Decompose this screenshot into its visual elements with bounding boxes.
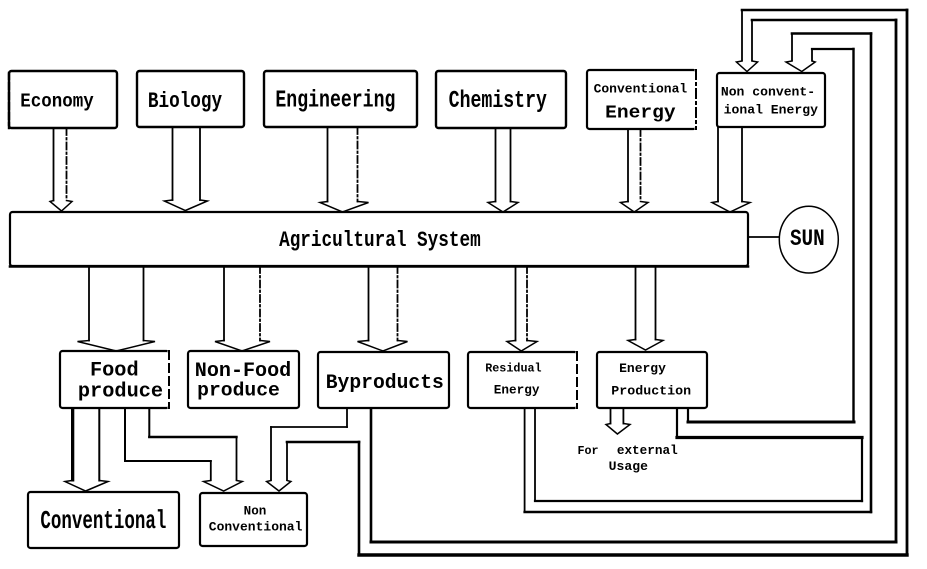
svg-text:Usage: Usage bbox=[609, 459, 648, 474]
svg-text:Conventional: Conventional bbox=[594, 82, 688, 97]
svg-text:Agricultural System: Agricultural System bbox=[279, 228, 481, 254]
svg-text:Conventional: Conventional bbox=[209, 519, 303, 534]
svg-text:SUN: SUN bbox=[790, 226, 825, 252]
svg-text:Energy: Energy bbox=[605, 102, 676, 123]
svg-text:ional Energy: ional Energy bbox=[724, 103, 818, 118]
svg-text:Conventional: Conventional bbox=[40, 506, 166, 537]
svg-text:Residual: Residual bbox=[485, 362, 541, 376]
svg-text:Chemistry: Chemistry bbox=[449, 88, 548, 115]
svg-text:For: For bbox=[577, 444, 598, 458]
svg-text:Food: Food bbox=[90, 359, 139, 382]
svg-text:external: external bbox=[617, 443, 678, 458]
svg-text:Economy: Economy bbox=[20, 91, 93, 113]
svg-text:Energy: Energy bbox=[619, 361, 666, 376]
svg-text:Biology: Biology bbox=[148, 89, 222, 115]
svg-text:Non-Food: Non-Food bbox=[195, 360, 291, 383]
svg-text:Non convent-: Non convent- bbox=[721, 85, 815, 100]
svg-text:Byproducts: Byproducts bbox=[326, 372, 444, 396]
svg-text:produce: produce bbox=[78, 381, 163, 404]
svg-text:produce: produce bbox=[197, 380, 280, 402]
svg-text:Engineering: Engineering bbox=[275, 88, 395, 115]
svg-text:Energy: Energy bbox=[494, 383, 540, 398]
svg-text:Non: Non bbox=[244, 505, 267, 519]
svg-text:Production: Production bbox=[611, 384, 691, 399]
